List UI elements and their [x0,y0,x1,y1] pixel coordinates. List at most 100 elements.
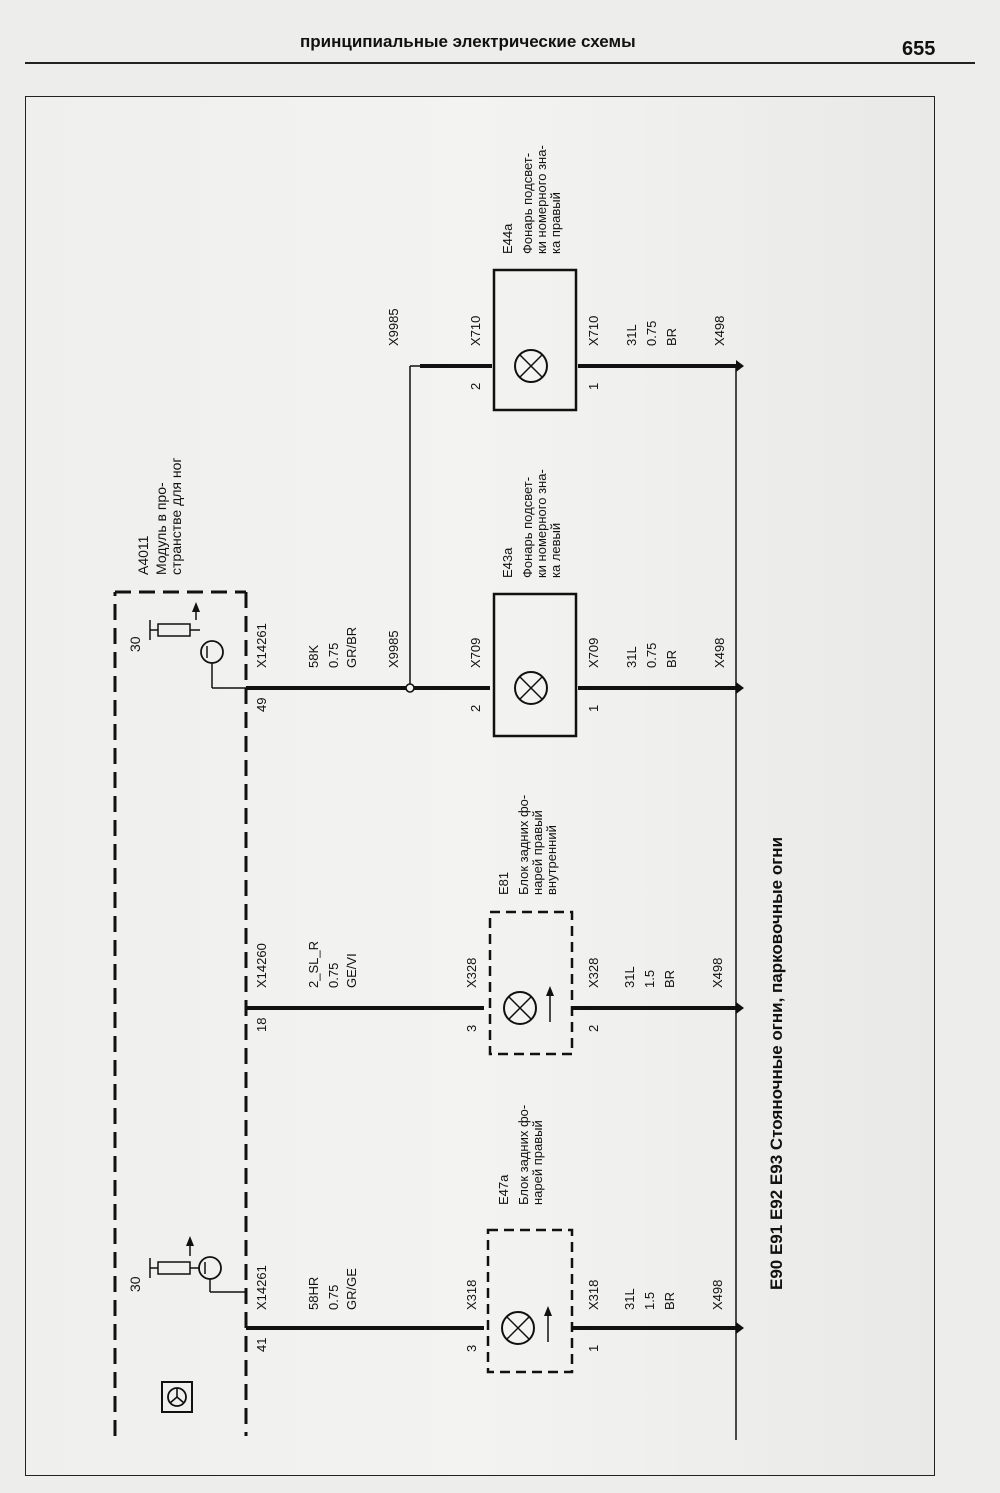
module-pin: 49 [254,698,269,712]
header-rule [25,62,975,64]
wire-gauge: 0.75 [326,1285,341,1310]
ground-wire: 31L [622,1288,637,1310]
module-id: A4011 [135,535,151,575]
lamp-connector-in: X328 [464,958,479,988]
component-box [488,910,574,1056]
transistor-icon: 30 [127,602,246,689]
ground-terminal [736,682,744,694]
ground-point: X498 [710,1280,725,1310]
diagram-frame [25,96,935,1476]
ground-gauge: 1.5 [642,1292,657,1310]
arrow-up-icon [192,602,200,612]
ground-color: BR [664,328,679,346]
label-line: нарей правый [530,810,545,895]
splice-branch [409,365,420,684]
steering-wheel-icon [161,1381,193,1413]
page-header: принципиальные электрические схемы 655 [0,0,1000,70]
wire-color: GR/BR [344,627,359,668]
splice-node [405,683,415,693]
module-connector: X14261 [254,623,269,668]
component-name: Блок задних фо-нарей правый [516,1105,545,1205]
ground-terminal [736,1002,744,1014]
module-connector: X14260 [254,943,269,988]
ground-point: X498 [712,638,727,668]
lamp-out-pin: 2 [586,1025,601,1032]
ground-color: BR [664,650,679,668]
lamp-connector-out: X318 [586,1280,601,1310]
label-line: странстве для ног [168,457,184,575]
ground-terminal [736,1322,744,1334]
wire-gauge: 0.75 [326,963,341,988]
arrow-up-icon [544,1306,552,1316]
label-line: Блок задних фо- [516,795,531,895]
ground-color: BR [662,970,677,988]
wire-color: GE/VI [344,953,359,988]
module-connector: X14261 [254,1265,269,1310]
label-line: ка правый [548,192,563,254]
arrow-up-icon [186,1236,194,1246]
ground-point: X498 [712,316,727,346]
ground-wire: 31L [624,324,639,346]
lamp-in-pin: 3 [464,1345,479,1352]
label-line: ки номерного зна- [534,469,549,578]
module-pin: 41 [254,1338,269,1352]
wire-color: GR/GE [344,1268,359,1310]
lamp-connector-out: X710 [586,316,601,346]
power-terminal-label: 30 [127,636,143,652]
ground-gauge: 0.75 [644,643,659,668]
label-line: Блок задних фо- [516,1105,531,1205]
ground-wire: 31L [624,646,639,668]
lamp-connector-in: X710 [468,316,483,346]
lamp-out-pin: 1 [586,383,601,390]
ground-terminal [736,360,744,372]
circuit-e47a: 41 X14261 58HR 0.75 GR/GE 3 X318 1 X318 … [246,1105,744,1374]
ground-wire: 31L [622,966,637,988]
component-name: Блок задних фо-нарей правыйвнутренний [516,795,559,895]
transistor-body [200,640,224,664]
page-number: 655 [902,38,936,60]
module-a4011-outline [113,590,248,1436]
label-line: ки номерного зна- [534,145,549,254]
splice-label: X9985 [386,630,401,668]
lamp-connector-in: X709 [468,638,483,668]
component-box [492,592,578,738]
diagram-title: E90 E91 E92 E93 Стояночные огни, парково… [767,837,786,1290]
component-id: E47a [496,1174,511,1205]
lamp-in-pin: 3 [464,1025,479,1032]
wire-name: 58HR [306,1277,321,1310]
label-line: Модуль в про- [153,482,169,575]
label-line: Фонарь подсвет- [520,153,535,254]
ground-point: X498 [710,958,725,988]
wire-name: 58K [306,645,321,668]
ground-gauge: 0.75 [644,321,659,346]
lamp-connector-out: X328 [586,958,601,988]
component-id: E43a [500,547,515,578]
circuit-e43a: 49 X14261 58K 0.75 GR/BR X9985 2 X709 1 … [246,469,744,738]
component-name: Фонарь подсвет-ки номерного зна-ка правы… [520,145,563,254]
resistor-icon [157,1261,191,1275]
circuit-e81: 18 X14260 2_SL_R 0.75 GE/VI 3 X328 2 X32… [246,795,744,1056]
lamp-in-pin: 2 [468,383,483,390]
lamp-out-pin: 1 [586,1345,601,1352]
label-line: Фонарь подсвет- [520,477,535,578]
component-box [492,268,578,412]
lamp-in-pin: 2 [468,705,483,712]
lamp-connector-in: X318 [464,1280,479,1310]
label-line: нарей правый [530,1120,545,1205]
lamp-out-pin: 1 [586,705,601,712]
component-id: E44a [500,223,515,254]
transistor-body [198,1256,222,1280]
splice-label: X9985 [386,308,401,346]
module-name: Модуль в про-странстве для ног [153,457,184,575]
transistor-icon: 30 [127,1236,246,1293]
arrow-up-icon [546,986,554,996]
wire-name: 2_SL_R [306,941,321,988]
component-name: Фонарь подсвет-ки номерного зна-ка левый [520,469,563,578]
module-label: A4011 Модуль в про-странстве для ног [135,457,184,575]
component-id: E81 [496,872,511,895]
circuit-e44a: X9985 2 X710 1 X710 31L 0.75 BR X498 E44… [386,145,744,412]
label-line: внутренний [544,825,559,895]
power-terminal-label: 30 [127,1276,143,1292]
lamp-connector-out: X709 [586,638,601,668]
